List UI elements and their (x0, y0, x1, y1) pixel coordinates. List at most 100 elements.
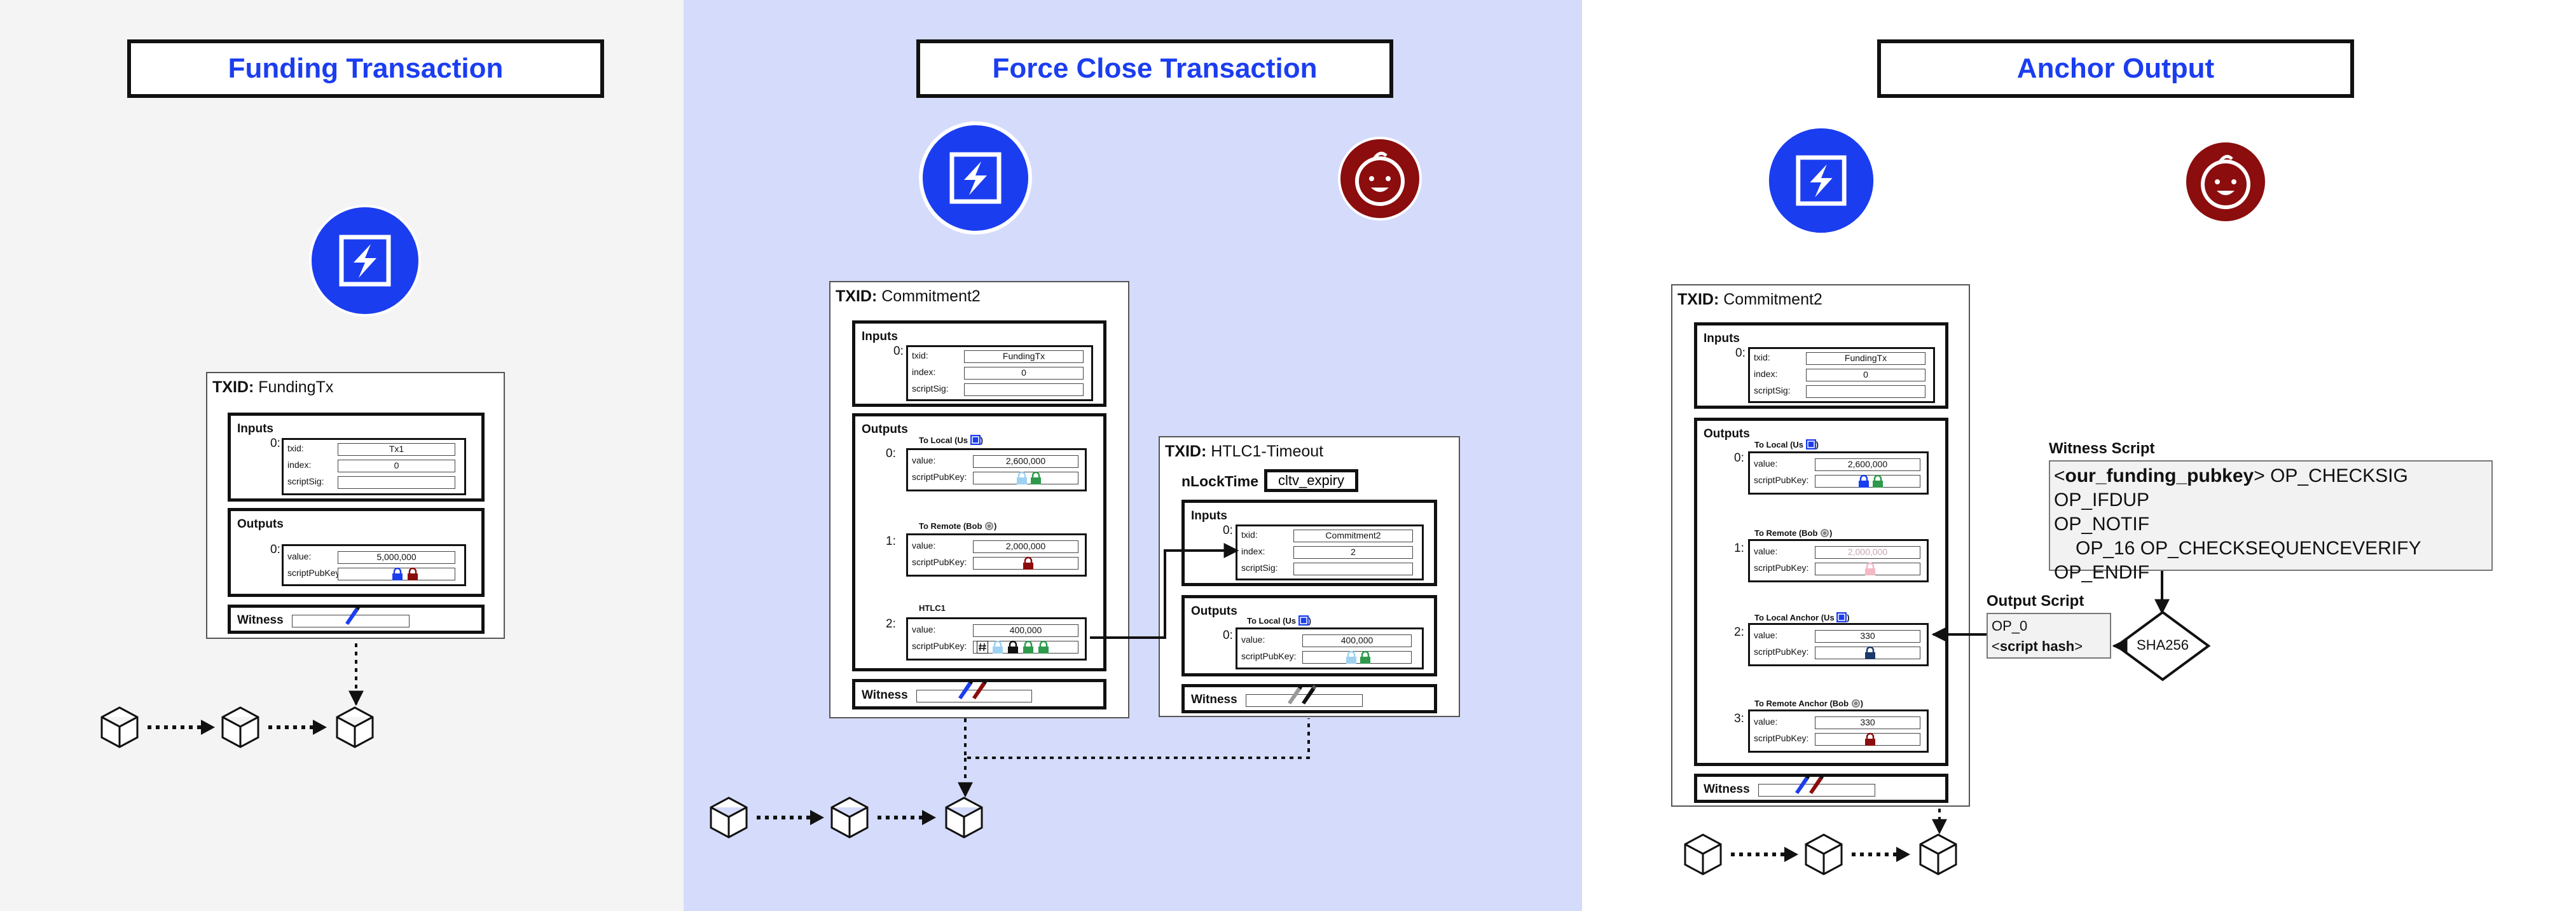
inputs-section: Inputs 0: txid: Tx1 index: 0 scriptSig: (228, 413, 485, 502)
outputs-section: Outputs To Local (Us ) 0: value: 400,000… (1181, 595, 1437, 676)
scriptsig-field (1806, 385, 1925, 398)
output-index: 2: (886, 617, 896, 631)
output-fields: value: 330 scriptPubKey: (1748, 623, 1929, 666)
bob-face-icon (1338, 137, 1422, 221)
witness-script-line: OP_ENDIF (2054, 562, 2150, 583)
output-fields: value: 330 scriptPubKey: (1748, 709, 1929, 753)
scriptsig-label: scriptSig: (287, 476, 324, 486)
lock-red-icon (1865, 732, 1875, 746)
outputs-label: Outputs (1191, 605, 1237, 618)
signature-pen-icon (958, 680, 973, 699)
value-label: value: (912, 624, 936, 634)
witness-label: Witness (237, 613, 284, 627)
index-label: index: (1241, 546, 1265, 556)
txid-prefix: TXID: (212, 378, 254, 396)
output-to-remote-label: To Remote (Bob ) (1754, 528, 1833, 538)
value-label: value: (1754, 716, 1778, 727)
input-index: 0: (1735, 346, 1746, 360)
output-index: 1: (886, 535, 896, 548)
nlocktime-label: nLockTime (1181, 473, 1258, 490)
tx-funding: TXID: FundingTx Inputs 0: txid: Tx1 inde… (206, 372, 505, 639)
output-index: 2: (1734, 626, 1744, 639)
scriptpubkey-label: scriptPubKey: (1754, 475, 1809, 485)
output-script-line: <script hash> (1992, 638, 2083, 654)
outputs-section: Outputs To Local (Us ) 0: value: 2,600,0… (1694, 418, 1948, 766)
value-label: value: (912, 455, 936, 465)
value-label: value: (1754, 458, 1778, 469)
panel-title-anchor: Anchor Output (1877, 39, 2354, 98)
lightning-node-icon (1805, 439, 1816, 449)
value-label: value: (1754, 546, 1778, 556)
inputs-section: Inputs 0: txid: FundingTx index: 0 scrip… (1694, 322, 1948, 409)
outputs-section: Outputs 0: value: 5,000,000 scriptPubKey… (228, 508, 485, 597)
htlc-spend-arrow (1090, 543, 1239, 639)
output-fields: value: 2,600,000 scriptPubKey: (906, 448, 1087, 491)
txid-field: FundingTx (1806, 352, 1925, 365)
bob-face-icon (1851, 699, 1860, 708)
output-script-box: OP_0 <script hash> (1987, 613, 2111, 659)
output-fields: value: 2,600,000 scriptPubKey: (1748, 451, 1929, 495)
scriptpubkey-label: scriptPubKey: (1754, 563, 1809, 573)
lock-blue-icon (392, 567, 403, 580)
sha256-diamond (2114, 610, 2211, 682)
hash-icon (977, 641, 988, 654)
bob-face-icon (1820, 528, 1829, 538)
witness-section: Witness (852, 679, 1106, 709)
txid-prefix: TXID: (1677, 291, 1719, 308)
block-cube-icon (830, 797, 869, 839)
nlocktime-value: cltv_expiry (1264, 469, 1358, 492)
lock-pink-icon (1865, 562, 1875, 575)
value-field: 2,600,000 (1815, 458, 1920, 471)
lock-blue-icon (1859, 474, 1869, 488)
index-label: index: (912, 367, 936, 377)
output-index: 0: (1223, 629, 1233, 642)
panel-title-funding: Funding Transaction (127, 39, 604, 98)
outputs-section: Outputs To Local (Us ) 0: value: 2,600,0… (852, 413, 1106, 671)
tx-htlc-timeout: TXID: HTLC1-Timeout nLockTime cltv_expir… (1159, 436, 1460, 717)
value-label: value: (1241, 634, 1265, 645)
panel-title-force-close: Force Close Transaction (916, 39, 1393, 98)
output-to-local-label: To Local (Us ) (919, 435, 984, 445)
signature-pen-icon (1795, 774, 1810, 794)
input-index: 0: (893, 345, 904, 358)
txid-value: FundingTx (258, 378, 334, 396)
output-script-line: OP_0 (1992, 618, 2028, 634)
witness-label: Witness (1704, 783, 1750, 796)
index-field: 2 (1293, 546, 1413, 559)
txid-prefix: TXID: (836, 287, 878, 305)
witness-script-line: OP_16 OP_CHECKSEQUENCEVERIFY (2076, 538, 2421, 559)
blockchain-chain (100, 706, 374, 748)
scriptsig-label: scriptSig: (1754, 385, 1791, 395)
witness-script-line: OP_NOTIF (2054, 514, 2150, 535)
lock-lightblue-icon (1017, 471, 1027, 484)
block-cube-icon (945, 797, 983, 839)
scriptpubkey-field (1302, 651, 1412, 664)
spend-dotted-line (964, 718, 1310, 759)
inputs-label: Inputs (862, 330, 898, 343)
scriptpubkey-label: scriptPubKey: (912, 641, 967, 651)
inputs-section: Inputs 0: txid: FundingTx index: 0 scrip… (852, 320, 1106, 407)
value-field: 2,600,000 (973, 455, 1078, 468)
lock-lightblue-icon (1346, 650, 1356, 664)
output-fields: value: 2,000,000 scriptPubKey: (1748, 539, 1929, 582)
witness-script-title: Witness Script (2049, 440, 2155, 457)
scriptsig-field (964, 383, 1084, 396)
index-field: 0 (338, 460, 455, 472)
block-cube-icon (100, 706, 139, 748)
witness-section: Witness (1181, 684, 1437, 713)
value-field: 400,000 (1302, 634, 1412, 647)
output-local-anchor-label: To Local Anchor (Us ) (1754, 612, 1850, 622)
value-field: 2,000,000 (1815, 546, 1920, 559)
value-field: 330 (1815, 716, 1920, 729)
lightning-node-icon (1298, 615, 1309, 626)
input-index: 0: (270, 437, 280, 450)
value-label: value: (912, 540, 936, 551)
output-fields: value: 400,000 scriptPubKey: (1236, 627, 1424, 669)
block-cube-icon (221, 706, 259, 748)
value-field: 330 (1815, 630, 1920, 643)
lock-red-icon (1023, 556, 1033, 570)
txid-field: Tx1 (338, 443, 455, 456)
output-htlc-label: HTLC1 (919, 603, 946, 613)
output-index: 3: (1734, 712, 1744, 725)
